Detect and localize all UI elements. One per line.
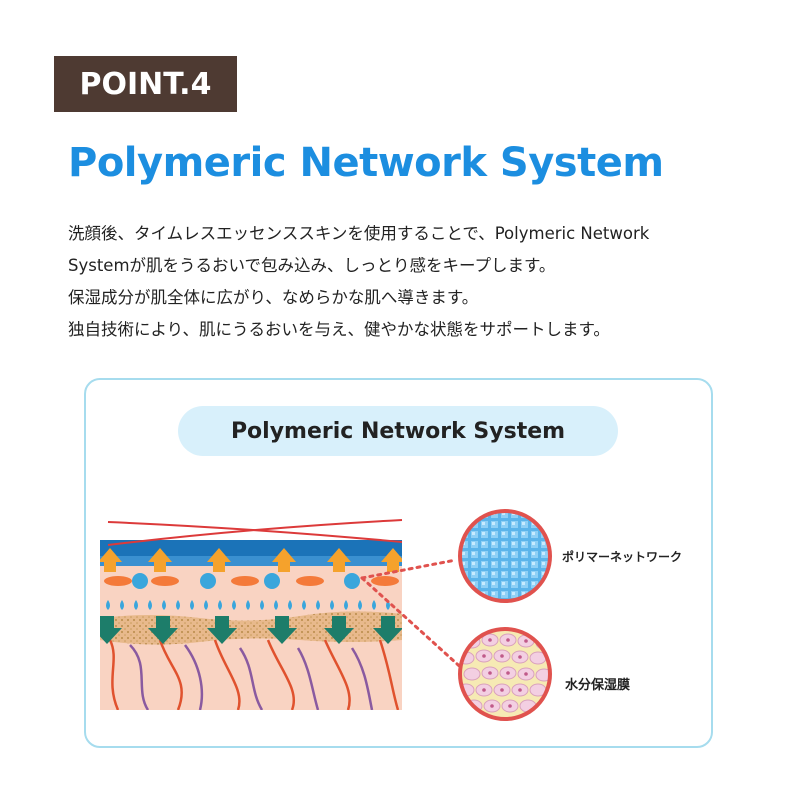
- red-lines: [107, 519, 403, 546]
- description-line: 保湿成分が肌全体に広がり、なめらかな肌へ導きます。: [68, 288, 479, 307]
- polymer-network-circle: [458, 509, 552, 603]
- polymer-network-label: ポリマーネットワーク: [562, 550, 683, 564]
- up-arrows: [100, 548, 402, 572]
- moisture-membrane-circle: [458, 627, 552, 721]
- description-line: 洗顔後、タイムレスエッセンススキンを使用することで、Polymeric Netw…: [68, 224, 650, 243]
- diagram-title: Polymeric Network System: [230, 418, 566, 444]
- page-title: Polymeric Network System: [68, 140, 664, 186]
- diagram-title-pill: Polymeric Network System: [178, 406, 618, 456]
- description-line: 独自技術により、肌にうるおいを与え、健やかな状態をサポートします。: [68, 320, 610, 339]
- lipid-row: [104, 573, 399, 589]
- point-badge-label: POINT.4: [79, 66, 212, 102]
- skin-layers: [100, 540, 402, 710]
- description-line: Systemが肌をうるおいで包み込み、しっとり感をキープします。: [68, 256, 556, 275]
- down-arrows: [100, 616, 402, 644]
- moisture-membrane-label: 水分保湿膜: [565, 678, 631, 693]
- description: 洗顔後、タイムレスエッセンススキンを使用することで、Polymeric Netw…: [68, 218, 649, 346]
- point-badge: POINT.4: [54, 56, 237, 112]
- dotted-connectors: [360, 558, 468, 674]
- skin-fibers: [108, 639, 400, 710]
- water-droplets: [106, 600, 390, 610]
